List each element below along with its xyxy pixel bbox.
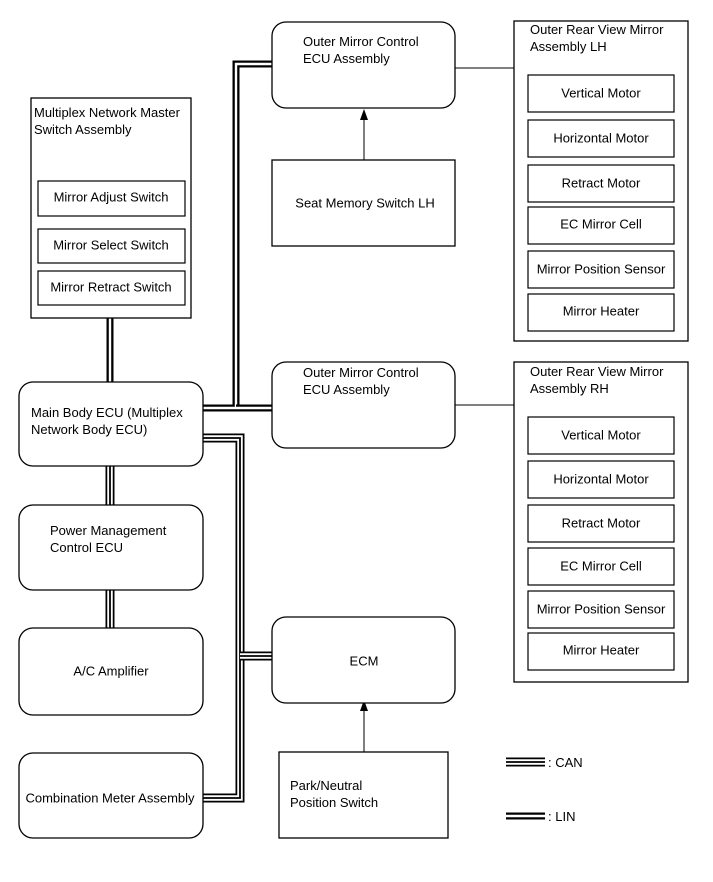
main-body-ecu: Main Body ECU (Multiplex Network Body EC… [18,381,204,467]
lh-vertical-motor: Vertical Motor [561,85,641,100]
can-bus-main-to-ecm-and-meter [203,433,272,803]
master-switch-assembly: Multiplex Network Master Switch Assembly… [30,97,192,319]
lin-bus-main-to-mirror-ecus [203,60,272,412]
ac-amplifier-label: A/C Amplifier [73,663,149,678]
combination-meter-label: Combination Meter Assembly [25,790,195,805]
seat-memory-label: Seat Memory Switch LH [295,195,434,210]
power-management-label: Power Management [50,523,167,538]
arrow-park-neutral-to-ecm [360,700,368,752]
outer-mirror-ecu-lh: Outer Mirror Control ECU Assembly [271,21,456,109]
rh-horizontal-motor: Horizontal Motor [553,471,649,486]
rh-retract-motor: Retract Motor [562,515,641,530]
lh-ec-mirror-cell: EC Mirror Cell [560,216,642,231]
mirror-ecu-lh-label: ECU Assembly [303,51,390,66]
outer-mirror-assembly-rh: Outer Rear View Mirror Assembly RH Verti… [513,361,689,683]
mirror-ecu-rh-label: ECU Assembly [303,382,390,397]
mirror-retract-switch: Mirror Retract Switch [50,279,171,294]
main-body-ecu-label: Network Body ECU) [31,422,147,437]
park-neutral-label: Park/Neutral [290,778,362,793]
mirror-select-switch: Mirror Select Switch [53,237,169,252]
rh-vertical-motor: Vertical Motor [561,427,641,442]
lh-mirror-heater: Mirror Heater [563,303,640,318]
rh-mirror-heater: Mirror Heater [563,642,640,657]
park-neutral-label: Position Switch [290,795,378,810]
park-neutral-position-switch: Park/Neutral Position Switch [278,751,449,839]
power-management-ecu: Power Management Control ECU [18,504,204,591]
mirror-rh-title: Outer Rear View Mirror [530,364,664,379]
ac-amplifier: A/C Amplifier [18,627,204,716]
outer-mirror-assembly-lh: Outer Rear View Mirror Assembly LH Verti… [513,20,689,342]
lh-mirror-position-sensor: Mirror Position Sensor [537,261,666,276]
combination-meter-assembly: Combination Meter Assembly [18,752,204,839]
rh-ec-mirror-cell: EC Mirror Cell [560,558,642,573]
power-management-label: Control ECU [50,540,123,555]
arrow-seat-memory-to-lh-ecu [360,109,368,160]
mirror-ecu-lh-label: Outer Mirror Control [303,34,419,49]
master-switch-title: Switch Assembly [34,122,132,137]
legend: : CAN : LIN [506,755,583,824]
ecm-label: ECM [350,653,379,668]
lh-retract-motor: Retract Motor [562,175,641,190]
mirror-lh-title: Assembly LH [530,39,607,54]
main-body-ecu-label: Main Body ECU (Multiplex [31,405,183,420]
legend-can-label: : CAN [548,755,583,770]
seat-memory-switch-lh: Seat Memory Switch LH [271,159,456,247]
mirror-rh-title: Assembly RH [530,381,609,396]
mirror-adjust-switch: Mirror Adjust Switch [54,189,169,204]
lh-horizontal-motor: Horizontal Motor [553,130,649,145]
mirror-ecu-rh-label: Outer Mirror Control [303,365,419,380]
rh-mirror-position-sensor: Mirror Position Sensor [537,601,666,616]
master-switch-title: Multiplex Network Master [34,105,181,120]
ecm: ECM [271,616,456,704]
legend-lin-label: : LIN [548,809,575,824]
mirror-lh-title: Outer Rear View Mirror [530,22,664,37]
outer-mirror-ecu-rh: Outer Mirror Control ECU Assembly [271,361,456,449]
